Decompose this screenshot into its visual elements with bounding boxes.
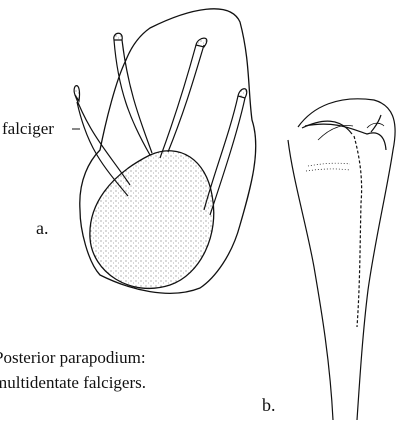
falciger-1 bbox=[114, 40, 152, 155]
falciger-label: falciger bbox=[2, 120, 54, 137]
panel-a-label: a. bbox=[36, 219, 49, 237]
falciger-tips bbox=[74, 33, 247, 101]
falciger-2 bbox=[160, 45, 204, 158]
falciger-detail bbox=[288, 99, 395, 420]
panel-b-label: b. bbox=[262, 396, 276, 414]
caption-line-1: Posterior parapodium: bbox=[0, 345, 264, 370]
caption-line-2: multidentate falcigers. bbox=[0, 370, 264, 395]
figure-caption: Posterior parapodium: multidentate falci… bbox=[0, 345, 264, 395]
